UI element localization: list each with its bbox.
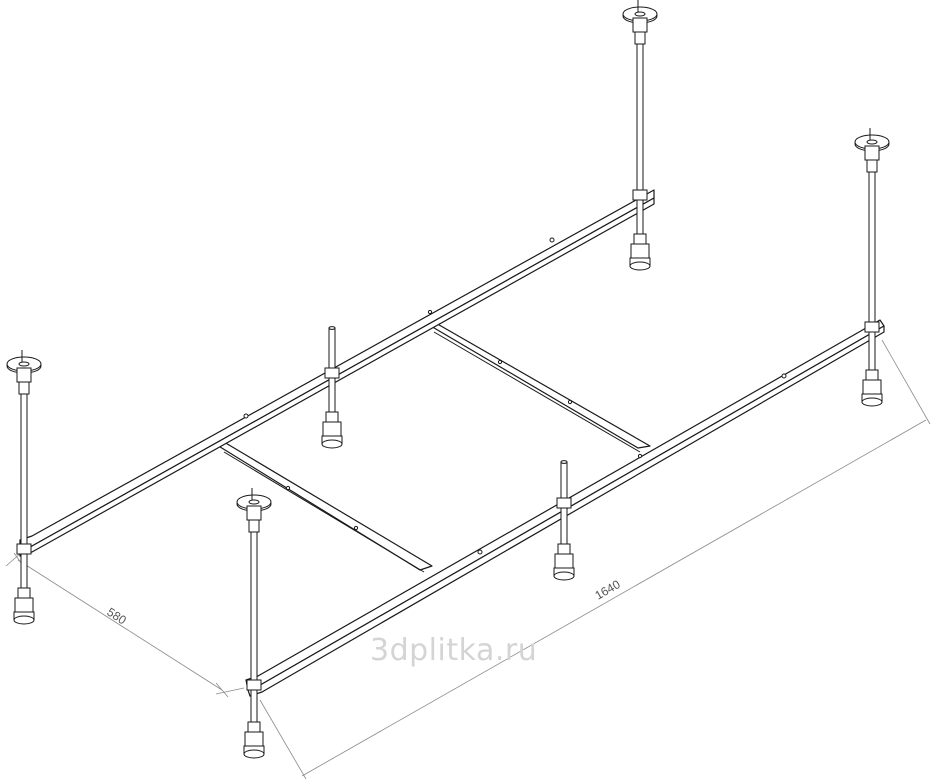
leg-middle-front — [553, 460, 575, 581]
adjustable-foot-icon — [321, 411, 343, 449]
watermark: 3dplitka.ru — [370, 633, 537, 668]
adjustable-foot-icon — [629, 233, 651, 271]
dimension-1640: 1640 — [259, 339, 931, 779]
cross-bar-right — [423, 321, 651, 453]
leg-back-left — [6, 350, 42, 625]
adjustable-foot-icon — [861, 369, 883, 407]
mount-plate-icon — [854, 128, 890, 173]
dimension-580: 580 — [5, 551, 245, 698]
adjustable-foot-icon — [13, 587, 35, 625]
mount-plate-icon — [622, 0, 658, 45]
mount-plate-icon — [236, 488, 272, 533]
leg-front-left — [236, 488, 272, 759]
dimension-1640-label: 1640 — [593, 577, 623, 603]
mount-plate-icon — [6, 350, 42, 395]
leg-front-right — [854, 128, 890, 407]
leg-back-right — [622, 0, 658, 271]
dimension-580-label: 580 — [104, 605, 129, 628]
adjustable-foot-icon — [553, 543, 575, 581]
adjustable-foot-icon — [243, 721, 265, 759]
leg-middle-back — [321, 326, 343, 449]
